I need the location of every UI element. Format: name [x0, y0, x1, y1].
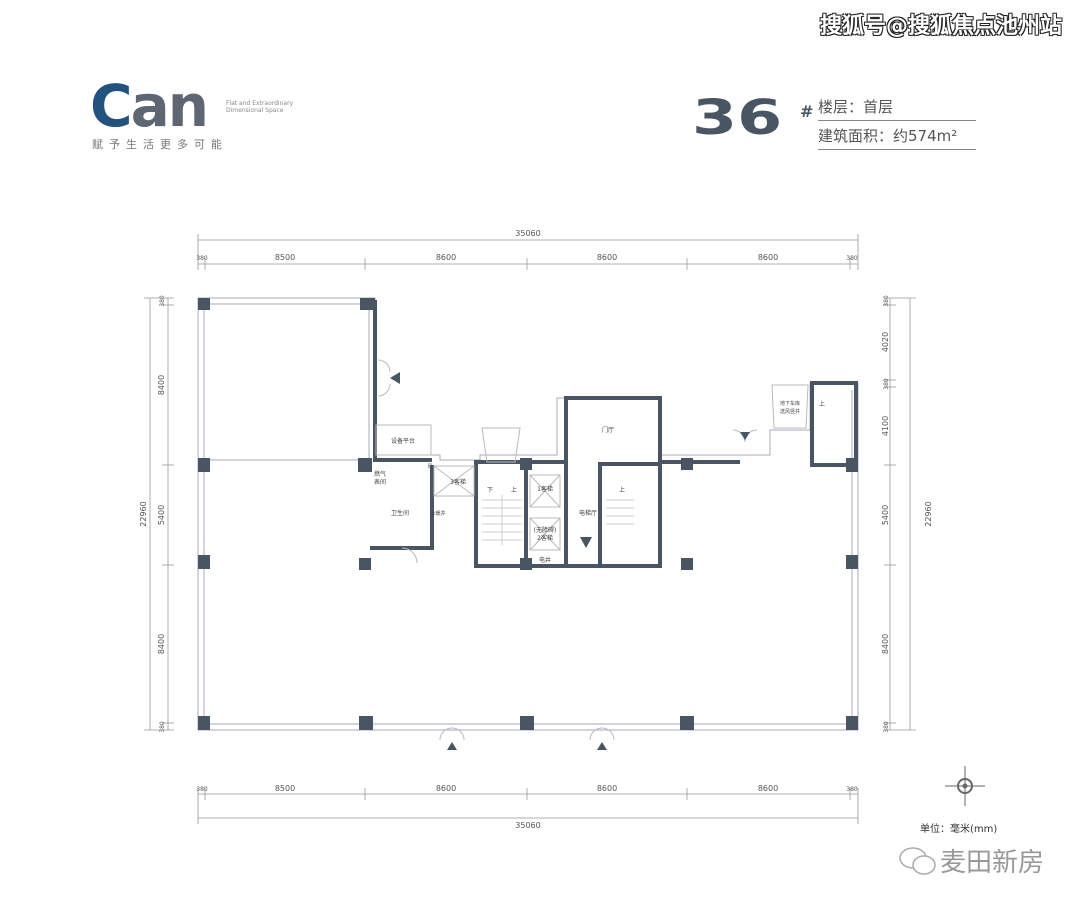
dim-right: 4020	[881, 332, 890, 352]
dim-top: 380	[846, 255, 858, 262]
room-elevator-3: 3客梯	[450, 478, 466, 486]
dim-bottom: 8600	[436, 784, 456, 793]
room-elevator-hall: 电梯厅	[579, 509, 597, 517]
dimension-lines	[144, 234, 916, 824]
room-small-label: 风	[427, 464, 432, 470]
unit-label: 单位：毫米(mm)	[920, 824, 998, 835]
dim-bottom: 380	[196, 786, 208, 793]
dim-left: 8400	[157, 375, 166, 395]
dim-right: 5400	[881, 505, 890, 525]
room-vent-shaft: 送风竖井	[780, 408, 800, 415]
dim-left: 380	[159, 721, 166, 733]
stair-up-label: 上	[819, 400, 825, 408]
dim-bottom: 8500	[275, 784, 295, 793]
logo-tagline-en: Flat and Extraordinary Dimensional Space	[226, 100, 294, 114]
room-restroom: 卫生间	[391, 509, 409, 517]
logo-tagline-cn: 赋予生活更多可能	[92, 138, 228, 151]
room-electric-shaft: 电井	[539, 556, 551, 564]
stair-up-label: 上	[619, 486, 625, 494]
room-gas-meter: 表间	[374, 478, 386, 486]
dim-left: 380	[159, 295, 166, 307]
building-number: 36	[692, 90, 783, 146]
room-elevator-1: 1客梯	[537, 485, 553, 493]
room-gas-meter: 燃气	[374, 470, 386, 478]
dim-bottom: 380	[846, 786, 858, 793]
room-water-shaft: 水暖井	[430, 510, 445, 517]
dim-right: 380	[883, 378, 890, 390]
room-equipment-platform: 设备平台	[391, 437, 415, 445]
dim-top: 8600	[436, 253, 456, 262]
dim-top-total: 35060	[515, 229, 540, 238]
dim-top: 8600	[597, 253, 617, 262]
dim-right: 380	[883, 295, 890, 307]
dim-left-total: 22960	[139, 501, 148, 526]
dim-top: 8500	[275, 253, 295, 262]
dim-top: 8600	[758, 253, 778, 262]
dim-bottom: 8600	[758, 784, 778, 793]
dim-left: 5400	[157, 505, 166, 525]
wechat-account-label: 麦田新房	[940, 848, 1045, 878]
dim-right: 380	[883, 721, 890, 733]
dim-top: 380	[196, 255, 208, 262]
room-elevator-2: 2客梯	[537, 534, 553, 542]
dim-bottom-total: 35060	[515, 821, 540, 830]
dim-right: 4100	[881, 416, 890, 436]
stair-down-label: 下	[487, 487, 493, 494]
dim-bottom: 8600	[597, 784, 617, 793]
floor-info: 楼层：首层	[818, 96, 976, 121]
room-lobby: 门厅	[602, 426, 614, 434]
watermark: 搜狐号@搜狐焦点池州站	[820, 14, 1063, 39]
brand-logo: Can	[90, 77, 209, 135]
logo-c: C	[90, 72, 133, 140]
building-number-suffix: #	[800, 102, 814, 121]
wechat-icon	[899, 847, 936, 875]
interior-lines	[375, 359, 809, 741]
columns	[198, 298, 858, 750]
stair-up-label: 上	[511, 486, 517, 494]
room-vent-shaft: 地下车库	[780, 400, 800, 407]
compass-icon	[945, 766, 985, 806]
area-info: 建筑面积：约574m²	[818, 125, 976, 150]
room-elevator-2: (无障碍)	[534, 526, 557, 534]
room-labels: 设备平台 门厅 燃气 表间 卫生间 3客梯 水暖井 下 上 1客梯 电梯厅 (无…	[374, 400, 825, 564]
dim-right: 8400	[881, 634, 890, 654]
logo-an: an	[130, 72, 209, 140]
dim-right-total: 22960	[924, 501, 933, 526]
dimension-labels: 35060 380 8500 8600 8600 8600 380 380 85…	[139, 229, 933, 830]
dim-left: 8400	[157, 634, 166, 654]
